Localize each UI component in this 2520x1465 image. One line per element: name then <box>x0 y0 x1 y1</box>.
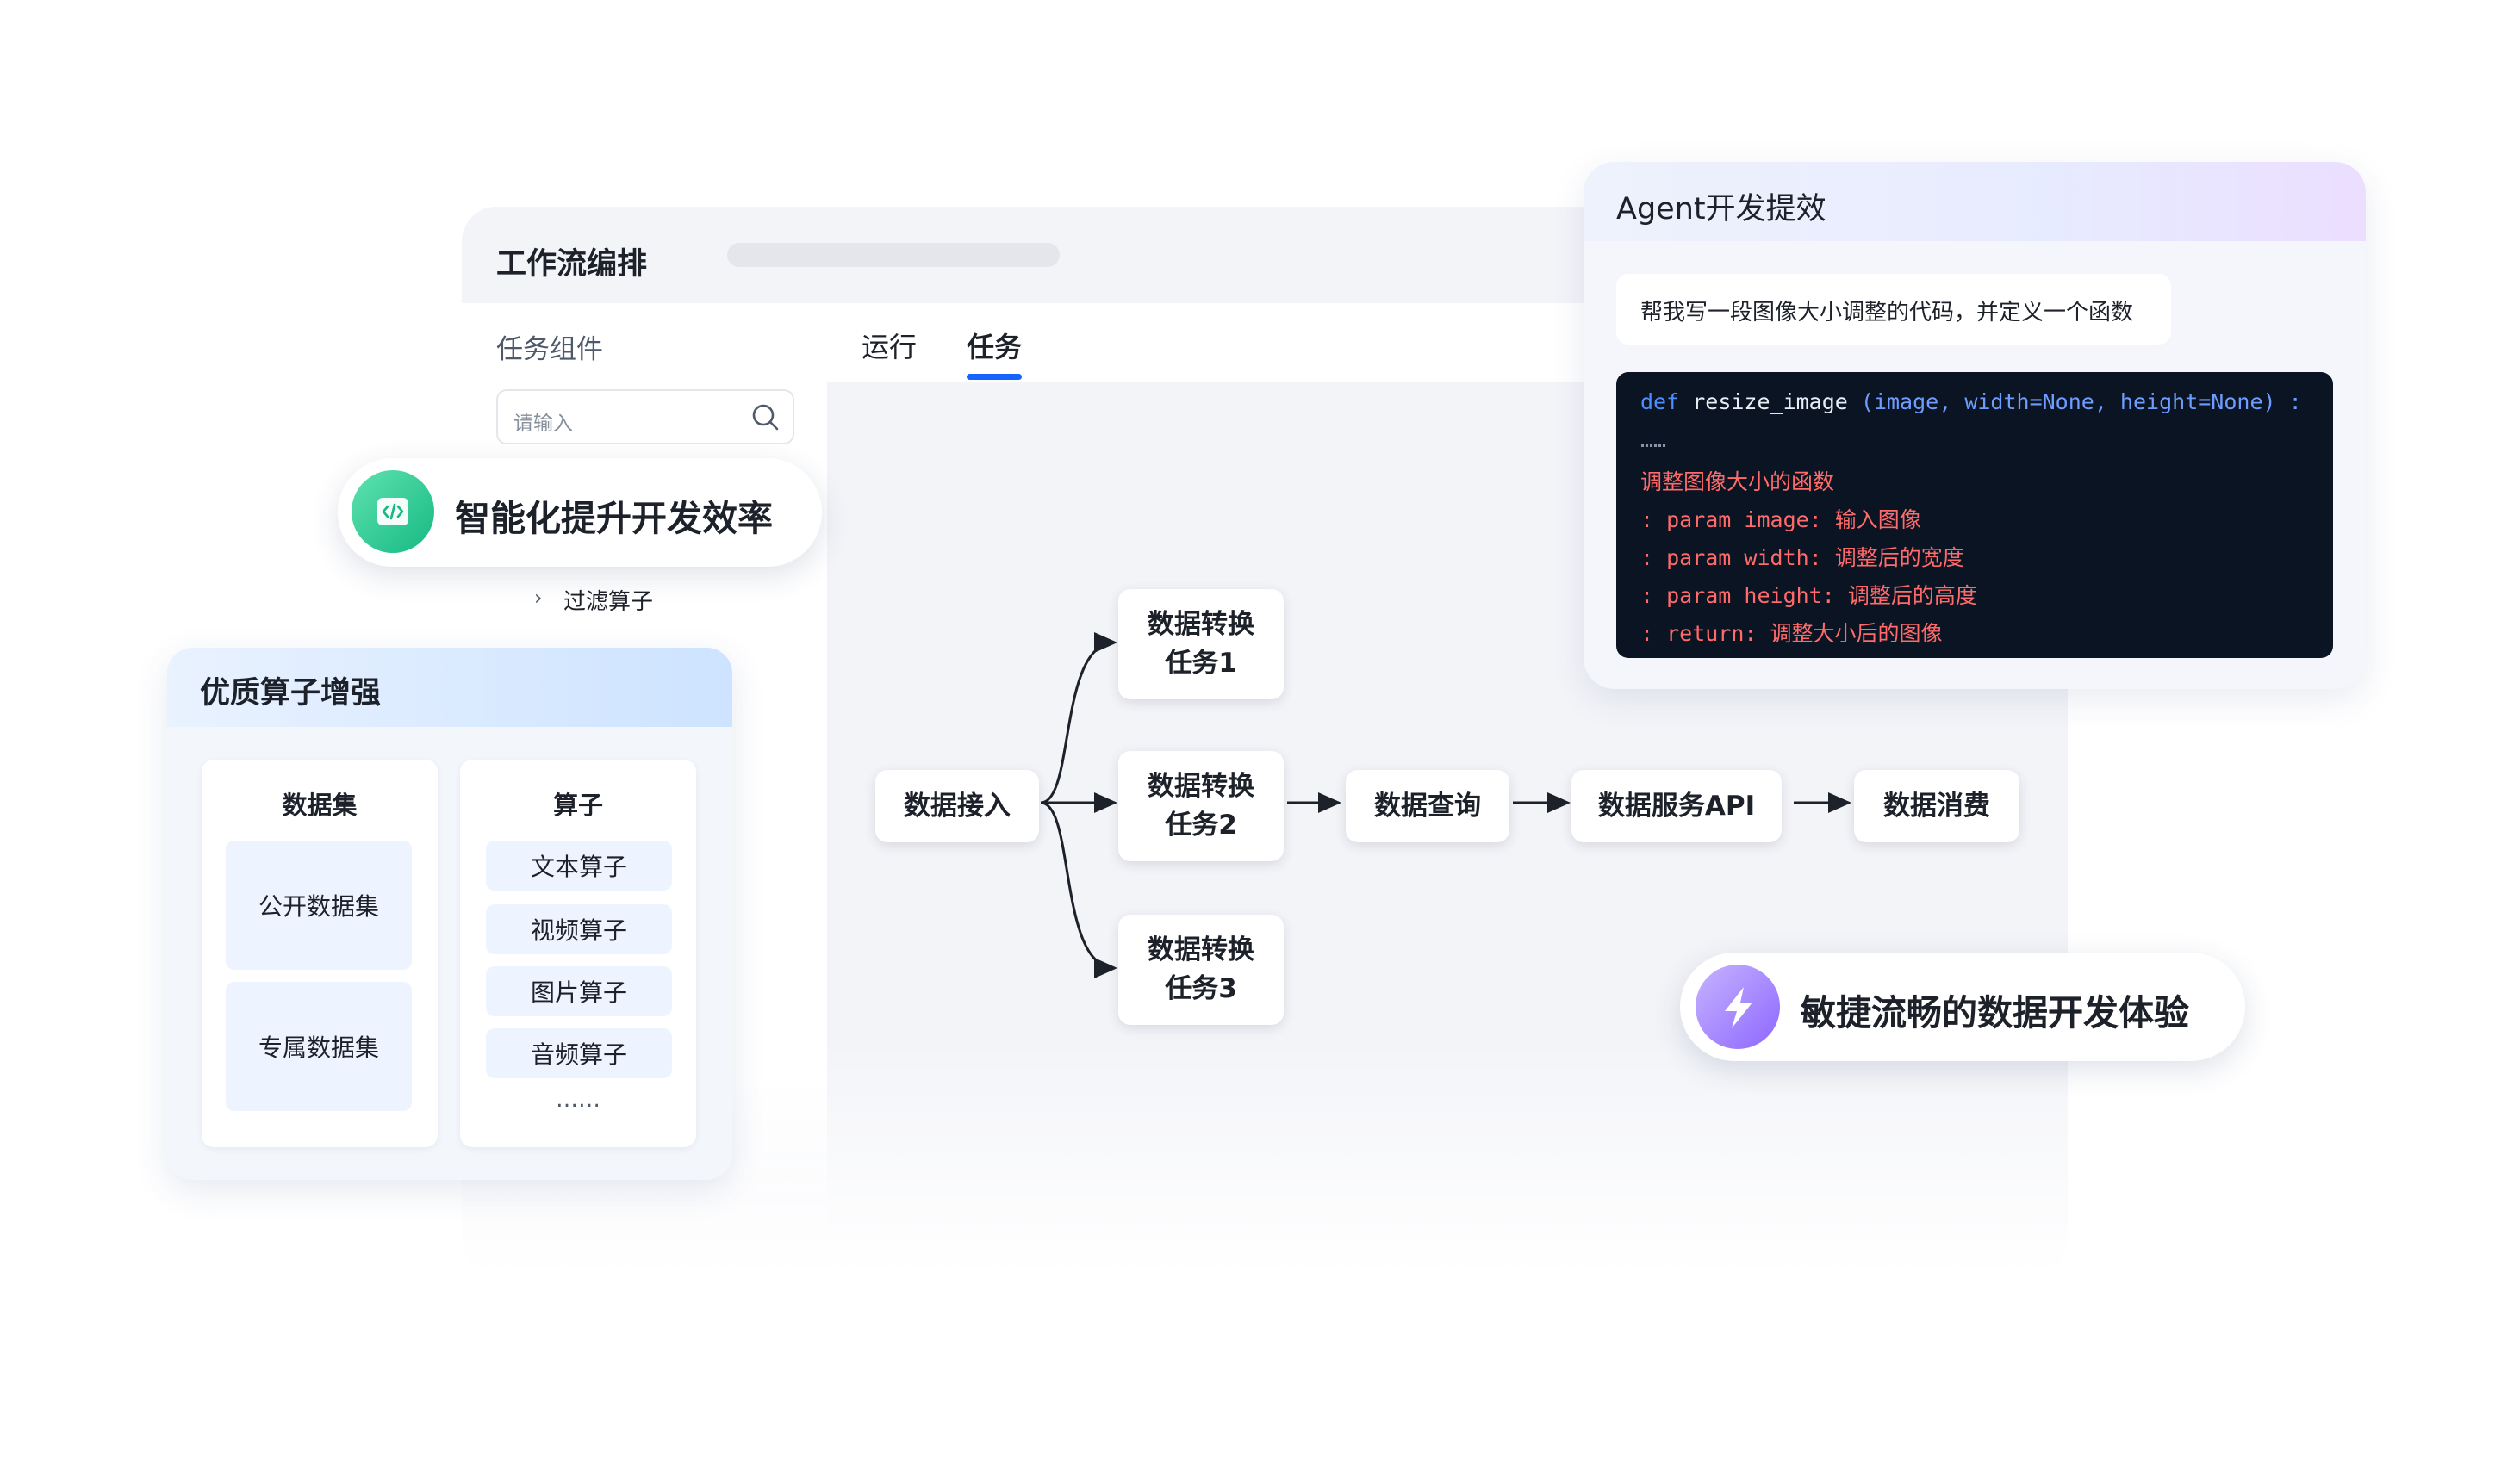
code-prefix: : param height: <box>1640 583 1835 608</box>
code-line-param-width: : param width: 调整后的宽度 <box>1640 541 1964 572</box>
code-prefix: : return: <box>1640 621 1758 646</box>
operator-video[interactable]: 视频算子 <box>486 904 672 954</box>
code-desc: 调整后的高度 <box>1847 583 1977 608</box>
tab-task[interactable]: 任务 <box>967 331 1023 363</box>
code-line-return: : return: 调整大小后的图像 <box>1640 617 1943 648</box>
panel-title: 任务组件 <box>496 334 603 365</box>
title-placeholder-bar <box>727 243 1060 267</box>
operator-audio[interactable]: 音频算子 <box>486 1028 672 1078</box>
code-keyword: def <box>1640 389 1680 414</box>
operators-card-header <box>167 648 732 727</box>
agent-card-header <box>1584 162 2366 241</box>
code-params: (image, width=None, height=None) : <box>1860 389 2302 414</box>
chevron-right-icon[interactable]: › <box>534 586 543 610</box>
agent-card-title: Agent开发提效 <box>1616 192 1826 227</box>
code-prefix: : param image: <box>1640 507 1822 532</box>
code-line-param-image: : param image: 输入图像 <box>1640 503 1921 534</box>
operators-col-title: 算子 <box>552 791 603 820</box>
search-icon[interactable] <box>750 401 781 432</box>
node-label: 数据转换 <box>1148 771 1254 802</box>
dataset-exclusive[interactable]: 专属数据集 <box>226 982 412 1111</box>
node-data-consume[interactable]: 数据消费 <box>1854 770 2019 842</box>
code-desc: 输入图像 <box>1834 507 1921 532</box>
code-icon <box>352 470 434 553</box>
code-line-dots: …… <box>1640 427 1667 452</box>
code-line-doc: 调整图像大小的函数 <box>1640 469 1835 494</box>
node-data-api[interactable]: 数据服务API <box>1571 770 1782 842</box>
operator-text[interactable]: 文本算子 <box>486 841 672 891</box>
node-label: 任务3 <box>1165 973 1237 1004</box>
active-tab-indicator <box>967 374 1022 380</box>
datasets-title: 数据集 <box>282 791 358 820</box>
search-placeholder: 请输入 <box>513 413 573 435</box>
node-label: 数据服务API <box>1597 790 1756 822</box>
node-transform-2[interactable]: 数据转换 任务2 <box>1118 751 1284 861</box>
node-data-query[interactable]: 数据查询 <box>1346 770 1509 842</box>
code-line-param-height: : param height: 调整后的高度 <box>1640 579 1977 610</box>
node-label: 数据查询 <box>1374 790 1481 822</box>
node-label: 数据接入 <box>904 790 1011 822</box>
code-line-def: def resize_image (image, width=None, hei… <box>1640 389 2302 414</box>
operators-card-title: 优质算子增强 <box>200 676 382 711</box>
node-label: 任务2 <box>1165 810 1237 841</box>
node-label: 数据转换 <box>1148 934 1254 965</box>
node-data-ingest[interactable]: 数据接入 <box>875 770 1039 842</box>
code-desc: 调整大小后的图像 <box>1770 621 1943 646</box>
node-label: 数据消费 <box>1883 790 1990 822</box>
experience-pill-text: 敏捷流畅的数据开发体验 <box>1801 992 2189 1034</box>
efficiency-pill-text: 智能化提升开发效率 <box>455 498 773 539</box>
node-transform-1[interactable]: 数据转换 任务1 <box>1118 589 1284 699</box>
code-block <box>1616 372 2333 658</box>
lightning-icon <box>1696 965 1780 1049</box>
sidebar-item-filter[interactable]: 过滤算子 <box>563 589 654 615</box>
tab-run[interactable]: 运行 <box>862 331 918 363</box>
node-label: 数据转换 <box>1148 609 1254 640</box>
code-prefix: : param width: <box>1640 545 1822 570</box>
chat-prompt-text: 帮我写一段图像大小调整的代码，并定义一个函数 <box>1640 300 2134 326</box>
code-function-name: resize_image <box>1692 389 1848 414</box>
operators-more: …… <box>556 1087 600 1113</box>
search-input[interactable] <box>496 389 794 444</box>
dataset-public[interactable]: 公开数据集 <box>226 841 412 970</box>
node-transform-3[interactable]: 数据转换 任务3 <box>1118 915 1284 1025</box>
node-label: 任务1 <box>1165 648 1237 679</box>
window-title: 工作流编排 <box>496 247 648 282</box>
operator-image[interactable]: 图片算子 <box>486 966 672 1016</box>
code-desc: 调整后的宽度 <box>1834 545 1964 570</box>
chat-prompt-bubble <box>1616 274 2171 345</box>
